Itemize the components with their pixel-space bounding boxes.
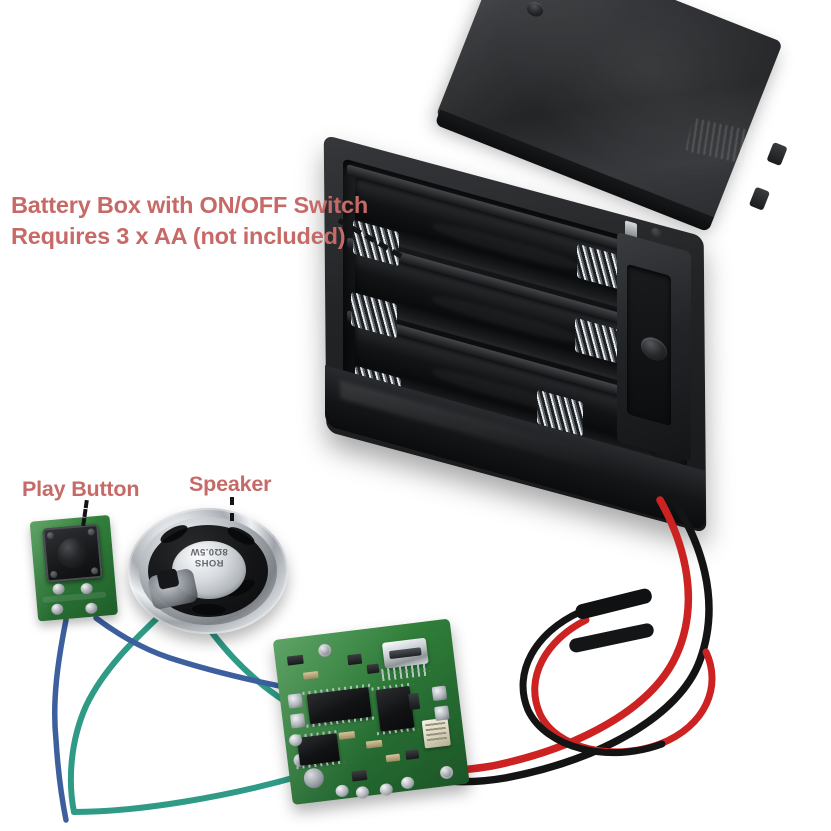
lid-tab [766, 141, 788, 167]
jst-connector[interactable] [421, 717, 451, 749]
test-pad [434, 705, 450, 721]
speaker-cap-label: ROHS 8Ω0.5W [172, 546, 246, 568]
test-pad [431, 685, 448, 702]
amplifier-ic [375, 685, 415, 732]
smd-component [286, 654, 304, 666]
speaker-rohs-text: ROHS [194, 557, 224, 568]
battery-box-annotation: Battery Box with ON/OFF Switch Requires … [11, 190, 368, 252]
smd-component [351, 769, 368, 782]
solder-joint [379, 782, 394, 797]
test-pad [287, 693, 304, 709]
speaker-rating-text: 8Ω0.5W [190, 546, 228, 557]
lid-tab [748, 186, 771, 211]
battery-annotation-line2: Requires 3 x AA (not included) [11, 223, 346, 249]
speaker-leader-line [230, 497, 234, 521]
smd-component [347, 653, 363, 666]
connector-pins [425, 721, 448, 745]
memory-ic [296, 733, 340, 766]
smd-component [405, 749, 420, 760]
battery-box [323, 134, 745, 556]
power-wire-positive-loop [531, 616, 716, 756]
speaker-annotation: Speaker [189, 472, 272, 496]
smd-component [408, 692, 421, 711]
smd-component [366, 663, 380, 674]
sound-module-board [272, 617, 484, 819]
speaker: ROHS 8Ω0.5W [128, 508, 288, 640]
play-button-module [29, 514, 123, 626]
test-pad [289, 713, 306, 729]
solder-joint [355, 785, 370, 800]
power-wire-negative-loop [519, 608, 666, 757]
cable-sleeve [569, 588, 654, 653]
play-button-annotation: Play Button [22, 477, 140, 501]
button-wire [52, 617, 69, 823]
battery-box-body [323, 134, 745, 556]
usb-slot [388, 647, 422, 660]
battery-annotation-line1: Battery Box with ON/OFF Switch [11, 192, 368, 218]
main-ic [306, 686, 372, 725]
